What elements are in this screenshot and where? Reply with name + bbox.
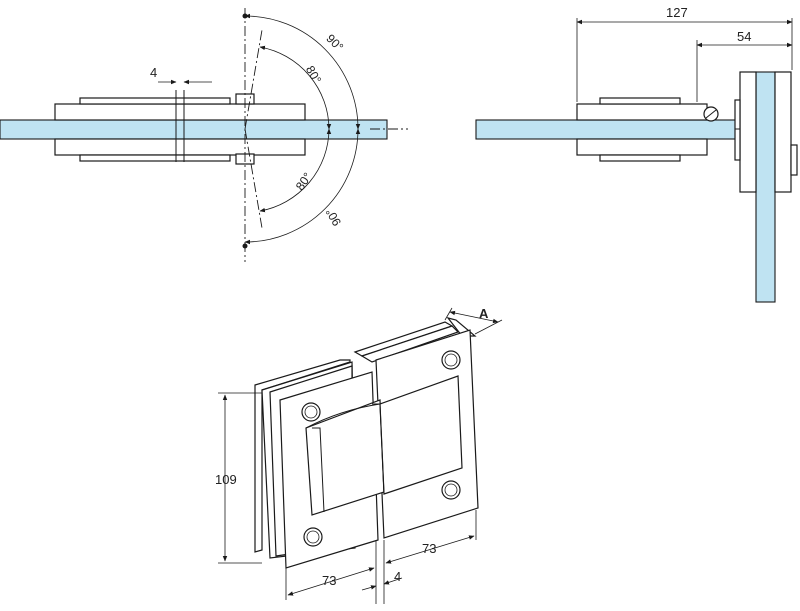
dim-offset: 54 [737, 29, 751, 44]
dim-overall-length: 127 [666, 5, 688, 20]
isometric-hinge: 109 A 73 73 4 [215, 306, 503, 604]
dim-leaf-right: 73 [422, 541, 436, 556]
angle-outer-bottom: 90° [323, 206, 344, 229]
dim-leaf-left: 73 [322, 573, 336, 588]
plan-view-rotation: 90° 80° 80° 90° 4 [0, 8, 408, 262]
arc-80-bottom [259, 128, 332, 213]
angle-inner-bottom: 80° [293, 170, 315, 193]
dim-gap-bottom: 4 [394, 569, 401, 584]
glass-panel-vertical [755, 71, 776, 303]
dim-height: 109 [215, 472, 237, 487]
dim-thickness: A [479, 306, 489, 321]
screw-heads [301, 350, 461, 547]
dim-gap-top: 4 [150, 65, 157, 80]
side-view-90deg: 127 54 [475, 5, 798, 303]
hinge-clamp-side [576, 71, 798, 193]
hinge-clamp-plan [54, 90, 306, 165]
glass-panel-horizontal [475, 119, 753, 140]
arc-80-top [259, 45, 332, 130]
angle-inner-top: 80° [303, 63, 324, 86]
